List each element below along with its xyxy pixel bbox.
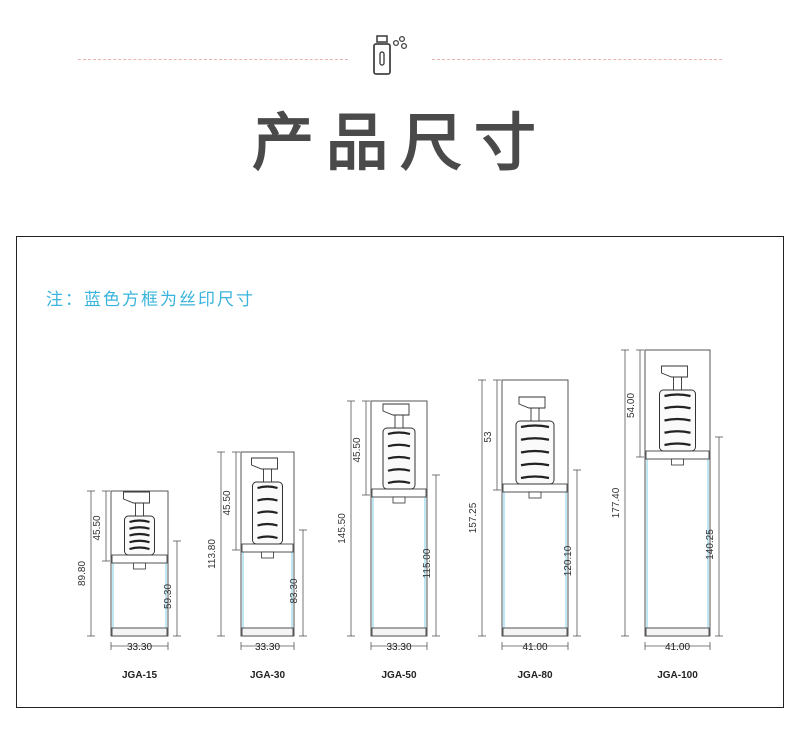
pump-height-label: 45.50 xyxy=(222,490,233,515)
width-dimension xyxy=(110,642,169,650)
width-label: 33.30 xyxy=(127,642,152,653)
collar-nut xyxy=(133,562,146,570)
pump-height-label: 54.00 xyxy=(626,393,637,418)
pump-housing xyxy=(252,481,283,545)
bottle-shoulder xyxy=(371,488,427,498)
pump-actuator xyxy=(661,365,688,378)
diagram-frame xyxy=(16,236,784,708)
print-area-box xyxy=(372,496,426,629)
body-height-label: 140.25 xyxy=(705,529,716,560)
pump-thread xyxy=(664,393,691,447)
model-label: JGA-30 xyxy=(250,670,285,681)
print-area-box xyxy=(646,458,709,629)
pump-actuator xyxy=(382,403,410,416)
pump-stem xyxy=(673,375,682,391)
collar-nut xyxy=(261,551,274,559)
decorative-dashes-left xyxy=(78,59,348,60)
total-height-dimension xyxy=(478,379,486,637)
bottle-shoulder xyxy=(645,450,710,460)
pump-stem xyxy=(135,501,144,517)
model-label: JGA-15 xyxy=(122,670,157,681)
pump-height-dimension xyxy=(102,490,110,562)
bottle-base xyxy=(241,627,294,637)
pump-housing xyxy=(124,515,155,556)
bottle-base xyxy=(502,627,568,637)
pump-thread xyxy=(129,519,150,551)
pump-stem xyxy=(530,406,540,422)
body-height-dimension xyxy=(173,540,181,637)
total-height-dimension xyxy=(347,400,355,637)
pump-thread xyxy=(387,431,411,485)
total-height-label: 113.80 xyxy=(207,539,218,569)
pump-height-label: 45.50 xyxy=(92,515,103,540)
collar-nut xyxy=(671,458,684,466)
bottle-shoulder xyxy=(502,483,568,493)
bottle-jga-15 xyxy=(110,490,169,650)
model-label: JGA-100 xyxy=(657,670,698,681)
bottle-jga-50 xyxy=(370,400,428,650)
print-area-box xyxy=(112,562,167,629)
pump-height-dimension xyxy=(493,379,501,491)
pump-actuator xyxy=(518,396,546,409)
pump-height-label: 45.50 xyxy=(352,437,363,462)
body-height-label: 83.30 xyxy=(289,578,300,603)
width-label: 41.00 xyxy=(522,642,547,653)
collar-nut xyxy=(392,496,406,504)
print-size-note: 注：蓝色方框为丝印尺寸 xyxy=(46,290,255,310)
pump-height-dimension xyxy=(232,451,240,551)
pump-stem xyxy=(394,413,404,429)
print-area-box xyxy=(242,551,293,629)
pump-height-dimension xyxy=(362,400,370,496)
pump-thread xyxy=(520,424,550,480)
width-dimension xyxy=(240,642,295,650)
total-height-label: 89.80 xyxy=(77,561,88,586)
total-height-label: 177.40 xyxy=(611,487,622,518)
decorative-dashes-right xyxy=(432,59,722,60)
bottle-shoulder xyxy=(241,543,294,553)
pump-height-label: 53 xyxy=(483,431,494,443)
pump-actuator xyxy=(251,457,278,470)
collar-nut xyxy=(528,491,542,499)
print-area-box xyxy=(503,491,567,629)
width-dimension xyxy=(644,642,711,650)
pump-stem xyxy=(263,467,272,483)
width-dimension xyxy=(501,642,569,650)
body-height-dimension xyxy=(573,469,581,637)
bottle-base xyxy=(111,627,168,637)
pump-thread xyxy=(257,485,278,540)
width-label: 41.00 xyxy=(665,642,690,653)
width-label: 33.30 xyxy=(386,642,411,653)
width-dimension xyxy=(370,642,428,650)
bottle-jga-80 xyxy=(501,379,569,650)
model-label: JGA-80 xyxy=(517,670,552,681)
pump-height-dimension xyxy=(636,349,644,458)
total-height-label: 157.25 xyxy=(468,502,479,533)
page-title: 产品尺寸 xyxy=(251,106,548,179)
bottle-jga-100 xyxy=(644,349,711,650)
total-height-dimension xyxy=(87,490,95,637)
pump-housing xyxy=(382,427,416,490)
bottle-base xyxy=(371,627,427,637)
body-height-dimension xyxy=(715,436,723,637)
total-height-label: 145.50 xyxy=(337,513,348,544)
total-height-dimension xyxy=(217,451,225,637)
width-label: 33.30 xyxy=(255,642,280,653)
body-height-label: 120.10 xyxy=(563,545,574,576)
body-height-label: 59.30 xyxy=(163,584,174,609)
bottle-shoulder xyxy=(111,554,168,564)
bottle-jga-30 xyxy=(240,451,295,650)
total-height-dimension xyxy=(621,349,629,637)
spray-bottle-icon xyxy=(372,34,412,82)
model-label: JGA-50 xyxy=(381,670,416,681)
body-height-label: 115.00 xyxy=(422,548,433,578)
bottle-base xyxy=(645,627,710,637)
body-height-dimension xyxy=(299,529,307,637)
pump-actuator xyxy=(123,491,150,504)
body-height-dimension xyxy=(432,474,440,637)
